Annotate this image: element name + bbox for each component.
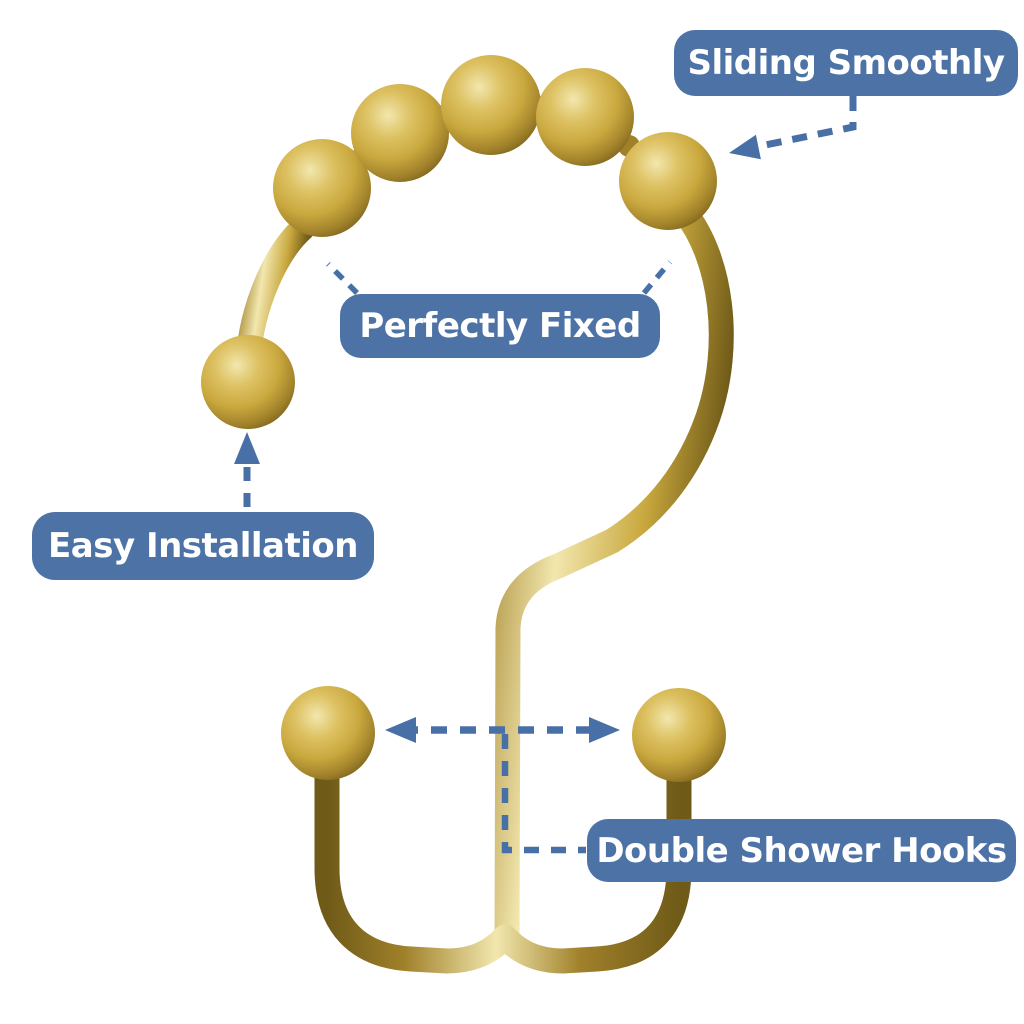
callout-double-shower-hooks: Double Shower Hooks — [587, 819, 1016, 882]
bottom-hook-frame — [314, 763, 692, 974]
callout-easy-installation: Easy Installation — [32, 512, 374, 580]
easy-installation-arrowhead-icon — [234, 432, 260, 464]
open-end-ball — [201, 335, 295, 429]
hook-product — [201, 55, 734, 974]
roller-bead — [441, 55, 541, 155]
annotation-arrows — [234, 96, 857, 854]
roller-bead — [619, 132, 717, 230]
sliding-smoothly-arrow-line — [735, 96, 857, 155]
roller-bead — [536, 68, 634, 166]
roller-bead — [351, 84, 449, 182]
double-hooks-right-arrowhead-icon — [589, 717, 620, 743]
perfectly-fixed-right-line — [641, 260, 673, 295]
sliding-smoothly-arrowhead-icon — [729, 134, 761, 160]
callout-perfectly-fixed: Perfectly Fixed — [340, 294, 660, 358]
perfectly-fixed-left-line — [326, 262, 359, 295]
callout-sliding-smoothly: Sliding Smoothly — [674, 30, 1018, 96]
double-hooks-connector-line — [501, 734, 586, 854]
roller-bead — [273, 139, 371, 237]
left-hook-ball — [281, 686, 375, 780]
double-hooks-left-arrowhead-icon — [385, 717, 416, 743]
right-hook-ball — [632, 688, 726, 782]
hook-body-stem — [494, 201, 734, 953]
